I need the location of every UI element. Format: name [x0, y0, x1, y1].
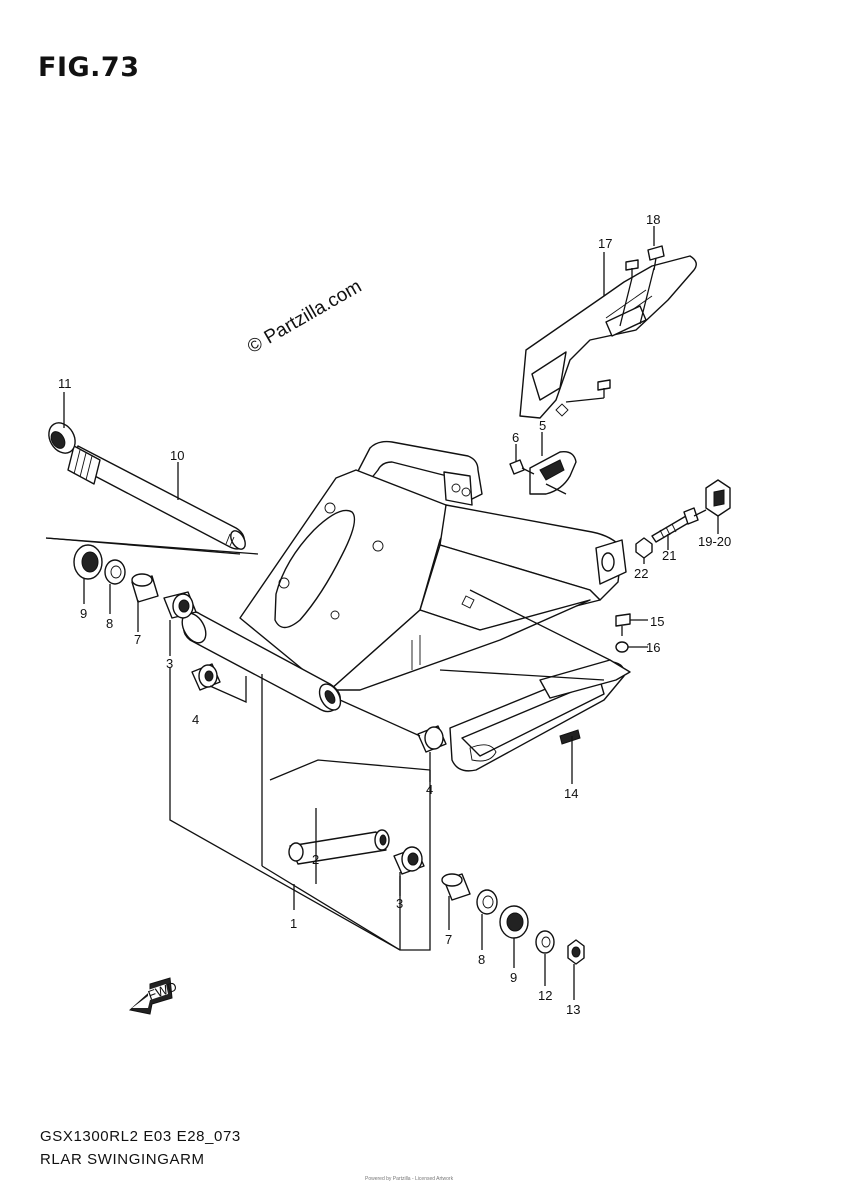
- leader-lines: [45, 226, 719, 1000]
- nut-13[interactable]: [567, 939, 585, 965]
- spacer-shaft[interactable]: [288, 829, 390, 865]
- callout-11[interactable]: 11: [58, 376, 72, 391]
- callout-9-right[interactable]: 9: [510, 970, 517, 985]
- callout-15[interactable]: 15: [650, 614, 664, 629]
- fwd-arrow-icon: FWD: [128, 977, 179, 1015]
- callout-3-left[interactable]: 3: [166, 656, 173, 671]
- callout-6[interactable]: 6: [512, 430, 519, 445]
- callout-17[interactable]: 17: [598, 236, 612, 251]
- spacer-left[interactable]: [131, 573, 159, 603]
- needle-bearing-right[interactable]: [417, 725, 447, 753]
- model-code: GSX1300RL2 E03 E28_073: [40, 1128, 241, 1145]
- cover-bolt-top[interactable]: [625, 259, 639, 278]
- callout-16[interactable]: 16: [646, 640, 660, 655]
- chain-cover[interactable]: [519, 255, 697, 419]
- callout-5[interactable]: 5: [539, 418, 546, 433]
- callout-13[interactable]: 13: [566, 1002, 580, 1017]
- callout-22[interactable]: 22: [634, 566, 648, 581]
- callout-labels: 1 2 3 3 4 4 5 6 7 7 8 8 9 9 10 11 12 13 …: [58, 212, 731, 1017]
- dust-seal-left[interactable]: [73, 544, 103, 580]
- callout-7-left[interactable]: 7: [134, 632, 141, 647]
- washer-16[interactable]: [615, 641, 629, 653]
- adjuster-bolt-21[interactable]: [651, 507, 699, 543]
- nut-22[interactable]: [635, 537, 653, 559]
- callout-7-right[interactable]: 7: [445, 932, 452, 947]
- section-title: RLAR SWINGINGARM: [40, 1151, 205, 1168]
- cover-bolt-18[interactable]: [647, 245, 665, 271]
- spacer-right[interactable]: [441, 873, 471, 901]
- credit-line: Powered by Partzilla - Licensed Artwork: [365, 1176, 454, 1182]
- callout-8-right[interactable]: 8: [478, 952, 485, 967]
- bolt-6[interactable]: [509, 459, 535, 475]
- callout-3-right[interactable]: 3: [396, 896, 403, 911]
- pivot-shaft[interactable]: [67, 445, 248, 552]
- callout-1[interactable]: 1: [290, 916, 297, 931]
- callout-2[interactable]: 2: [312, 852, 319, 867]
- pivot-nut[interactable]: [44, 418, 81, 458]
- bracket-5[interactable]: [529, 451, 577, 495]
- callout-21[interactable]: 21: [662, 548, 676, 563]
- callout-12[interactable]: 12: [538, 988, 552, 1003]
- dust-seal-right[interactable]: [499, 905, 529, 939]
- figure-title: FIG.73: [38, 52, 140, 83]
- swingarm-body[interactable]: [177, 440, 627, 714]
- callout-9-left[interactable]: 9: [80, 606, 87, 621]
- chain-adjuster[interactable]: [705, 479, 731, 517]
- bolt-15[interactable]: [615, 613, 631, 636]
- cover-bolt-lower[interactable]: [555, 379, 611, 417]
- callout-4-left[interactable]: 4: [192, 712, 199, 727]
- washer-left[interactable]: [104, 559, 126, 585]
- washer-right[interactable]: [476, 889, 498, 915]
- callout-10[interactable]: 10: [170, 448, 184, 463]
- callout-18[interactable]: 18: [646, 212, 660, 227]
- bearing-right[interactable]: [393, 846, 425, 875]
- washer-12[interactable]: [535, 930, 555, 954]
- needle-bearing-left[interactable]: [191, 663, 221, 691]
- callout-14[interactable]: 14: [564, 786, 578, 801]
- callout-8-left[interactable]: 8: [106, 616, 113, 631]
- callout-4-right[interactable]: 4: [426, 782, 433, 797]
- callout-19-20[interactable]: 19-20: [698, 534, 731, 549]
- bearing-left[interactable]: [163, 591, 197, 619]
